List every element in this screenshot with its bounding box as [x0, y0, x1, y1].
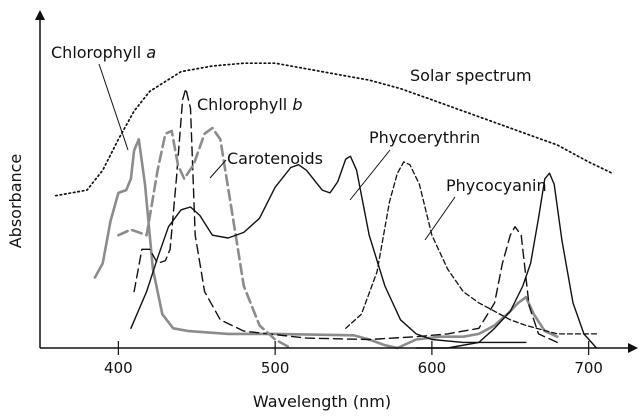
label-phycoerythrin: Phycoerythrin: [369, 128, 480, 147]
x-ticks: 400 500 600 700: [104, 341, 603, 377]
series-line-phycobilin-red: [415, 172, 598, 349]
leader-phycoerythrin: [349, 149, 391, 201]
label-carotenoids: Carotenoids: [227, 149, 323, 168]
series-line-carotenoids: [117, 126, 293, 350]
leader-phycocyanin: [424, 196, 456, 241]
label-chlorophyll-a: Chlorophyll a: [51, 43, 156, 62]
series-line-phycocyanin: [345, 161, 598, 335]
label-phycocyanin: Phycocyanin: [446, 176, 547, 195]
series-layer: [54, 62, 614, 350]
series-line-solar-spectrum: [54, 62, 614, 197]
label-chlorophyll-b: Chlorophyll b: [197, 95, 302, 114]
y-axis-label: Absorbance: [6, 154, 25, 249]
series-line-chlorophyll-b: [133, 87, 558, 344]
x-tick-label-400: 400: [104, 359, 133, 377]
x-tick-label-600: 600: [418, 359, 447, 377]
x-tick-label-500: 500: [261, 359, 290, 377]
leader-carotenoids: [209, 159, 227, 179]
series-line-chlorophyll-a: [93, 138, 559, 350]
series-line-phycoerythrin: [130, 155, 527, 344]
label-solar-spectrum: Solar spectrum: [410, 66, 532, 85]
leader-chlorophyll-a: [98, 63, 129, 151]
x-axis-label: Wavelength (nm): [253, 392, 391, 411]
x-tick-label-700: 700: [574, 359, 603, 377]
